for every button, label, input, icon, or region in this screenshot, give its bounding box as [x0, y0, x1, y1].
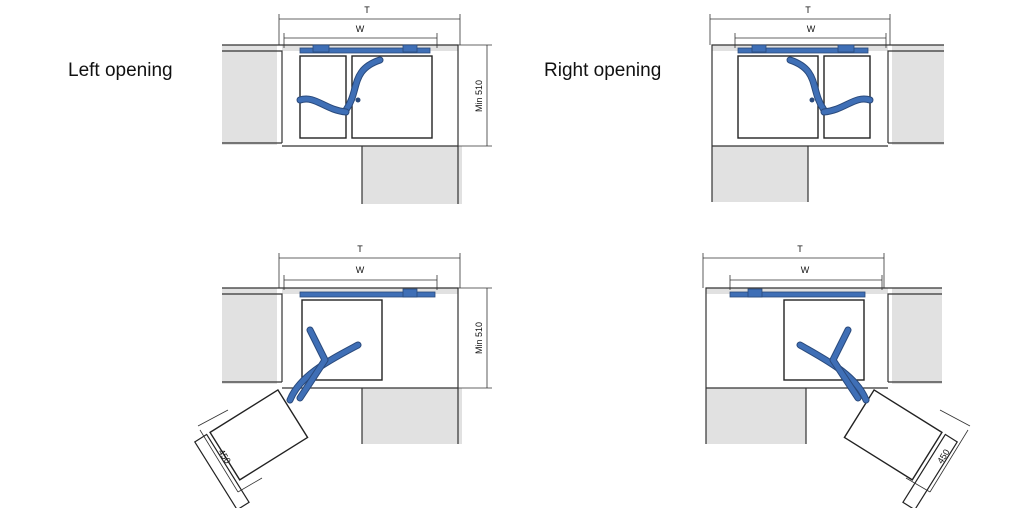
right-opening-label: Right opening: [544, 60, 662, 81]
lower-cabinet-wall: [362, 146, 462, 204]
right-wall-panel: [892, 45, 944, 145]
left-opening-open-drawing: T W Min 510 450: [193, 244, 492, 508]
swing-arm: [343, 57, 383, 113]
swing-arm-r: [787, 57, 827, 113]
dim-w-label-rb: W: [801, 265, 810, 275]
lower-cabinet-wall-r: [712, 146, 808, 202]
dim-t-label-b: T: [357, 244, 363, 254]
dim-t-label: T: [364, 5, 370, 15]
dim-t-label-rb: T: [797, 244, 803, 254]
dim-w-label-b: W: [356, 265, 365, 275]
dim-t-label-r: T: [805, 5, 811, 15]
left-wall-panel-b: [222, 288, 277, 384]
top-rail: [299, 47, 431, 54]
dim-min-depth-label: Min 510: [474, 80, 484, 112]
left-opening-closed-drawing: T W Min 510: [222, 5, 492, 204]
top-rail-r: [737, 47, 869, 54]
dim-min-depth-label-b: Min 510: [474, 322, 484, 354]
left-opening-label: Left opening: [68, 60, 173, 81]
right-opening-closed-drawing: T W: [709, 5, 944, 202]
left-wall-panel: [222, 45, 277, 145]
right-opening-open-drawing: T W 450: [702, 244, 971, 508]
dim-w-label-r: W: [807, 24, 816, 34]
dim-w-label: W: [356, 24, 365, 34]
